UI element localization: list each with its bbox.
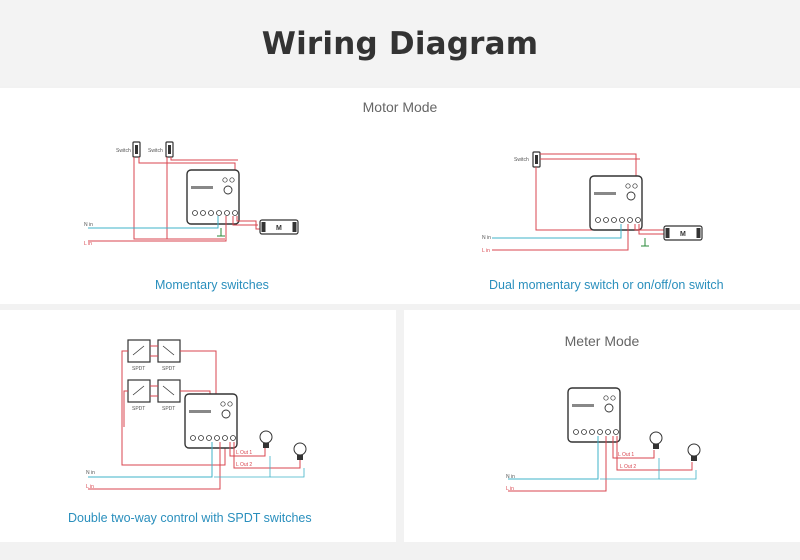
bulb-1 [259,430,273,448]
header: Wiring Diagram [0,0,800,86]
n-in-label: N in [84,222,93,228]
motor-right-label: M [680,231,686,238]
l-in-label: L in [84,241,92,247]
momentary-switches-diagram: Switch Switch N in L in [84,141,299,247]
motor-right: M [663,225,703,241]
motor-mode-panel: Motor Mode Switch Switch [0,88,800,304]
switch-2: Switch [148,141,174,158]
spdt-label-3: SPDT [132,406,145,412]
motor-mode-title: Motor Mode [362,99,438,115]
dual-momentary-diagram: Switch N in L in M [482,151,703,254]
spdt-switch-3: SPDT [127,379,151,412]
spdt-l-out-1-label: L Out 1 [236,450,252,456]
spdt-switch-1: SPDT [127,339,151,372]
caption-spdt: Double two-way control with SPDT switche… [68,511,312,525]
spdt-label-4: SPDT [162,406,175,412]
spdt-n-in-label: N in [86,470,95,476]
relay-module [186,169,240,225]
page-title: Wiring Diagram [261,26,539,62]
motor: M [259,219,299,235]
relay-module-spdt [184,393,238,449]
caption-momentary-switches: Momentary switches [155,278,269,292]
spdt-diagram: SPDT SPDT SPDT SPDT [86,339,307,490]
spdt-l-out-2-label: L Out 2 [236,462,252,468]
spdt-switch-2: SPDT [157,339,181,372]
meter-l-out-1-label: L Out 1 [618,452,634,458]
n-in-label-right: N in [482,235,491,241]
meter-l-out-2-label: L Out 2 [620,464,636,470]
switch-1-label: Switch [116,148,131,154]
caption-dual-momentary: Dual momentary switch or on/off/on switc… [489,278,724,292]
motor-label: M [276,225,282,232]
l-in-label-right: L in [482,248,490,254]
spdt-label-2: SPDT [162,366,175,372]
meter-bulb-2 [687,443,701,461]
meter-l-in-label: L in [506,486,514,492]
spdt-l-in-label: L in [86,484,94,490]
switch-1: Switch [116,141,141,158]
spdt-switch-4: SPDT [157,379,181,412]
meter-mode-diagram: N in L in L Out 1 L Out 2 [506,387,701,492]
switch-right-label: Switch [514,157,529,163]
spdt-panel: SPDT SPDT SPDT SPDT [0,310,396,542]
relay-module-meter [567,387,621,443]
meter-bulb-1 [649,431,663,449]
switch-right: Switch [514,151,541,168]
meter-mode-title: Meter Mode [564,333,640,349]
switch-2-label: Switch [148,148,163,154]
relay-module-right [589,175,643,231]
spdt-label-1: SPDT [132,366,145,372]
meter-mode-panel: Meter Mode N in L in L Out 1 L Out 2 [404,310,800,542]
bulb-2 [293,442,307,460]
meter-n-in-label: N in [506,474,515,480]
